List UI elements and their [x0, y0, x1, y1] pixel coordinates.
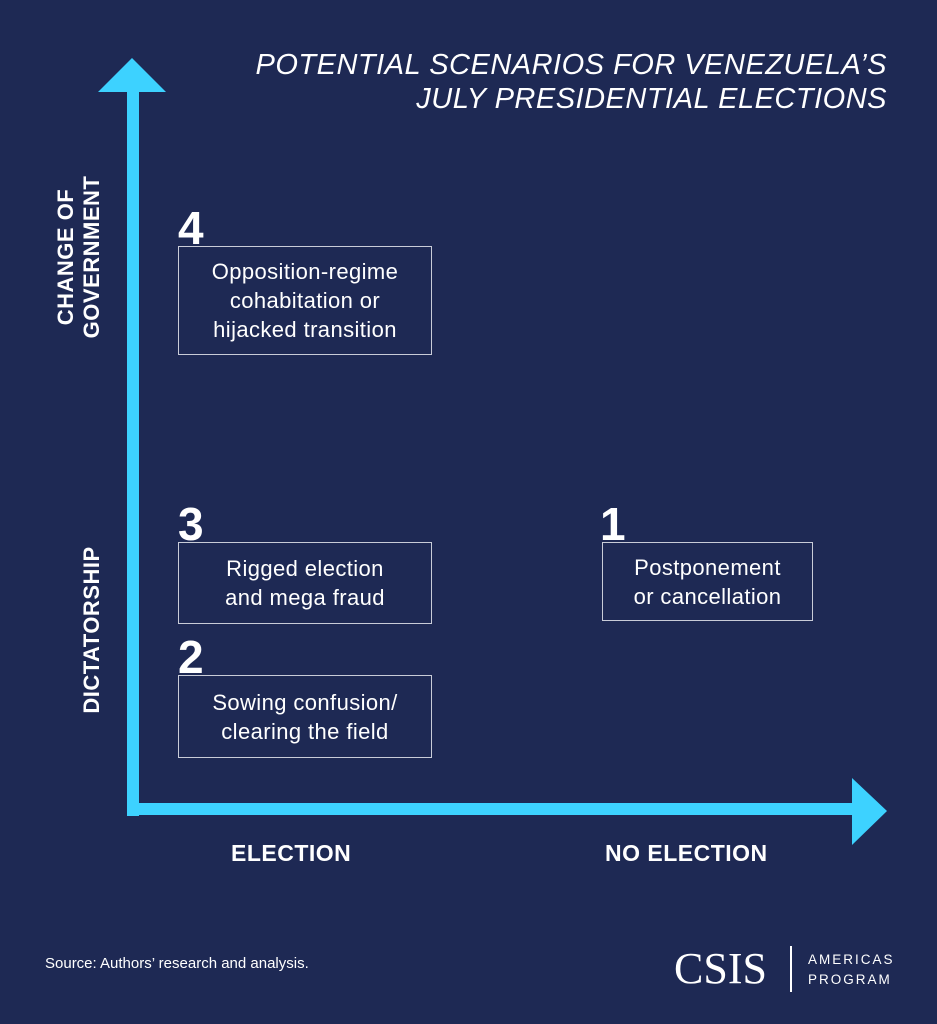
- scenario-2-line: clearing the field: [221, 718, 389, 744]
- scenario-4-line: cohabitation or: [229, 288, 381, 313]
- x-axis-right-label: NO ELECTION: [605, 840, 768, 866]
- x-axis-left-label: ELECTION: [231, 840, 352, 866]
- scenario-1-line: Postponement: [634, 554, 781, 580]
- chart-title: POTENTIAL SCENARIOS FOR VENEZUELA’S JULY…: [256, 48, 887, 116]
- y-axis-bottom-label: DICTATORSHIP: [79, 546, 104, 714]
- scenario-1-line: or cancellation: [633, 583, 782, 609]
- title-line-1: POTENTIAL SCENARIOS FOR VENEZUELA’S: [255, 49, 887, 81]
- scenario-2-line: Sowing confusion/: [212, 689, 398, 715]
- scenario-4-number: 4: [178, 202, 204, 254]
- csis-logo: CSIS: [674, 944, 767, 993]
- x-axis-shaft: [127, 803, 855, 815]
- scenario-4-line: Opposition-regime: [211, 259, 399, 284]
- source-note: Source: Authors’ research and analysis.: [45, 955, 309, 972]
- y-top-line-2: GOVERNMENT: [79, 175, 104, 339]
- program-line-1: AMERICAS: [808, 952, 895, 967]
- scenario-3-line: and mega fraud: [225, 585, 385, 610]
- program-line-2: PROGRAM: [808, 972, 892, 987]
- program-name: AMERICAS PROGRAM: [808, 950, 895, 990]
- y-axis-shaft: [127, 90, 139, 816]
- scenario-1-number: 1: [600, 498, 626, 550]
- scenario-4-line: hijacked transition: [213, 317, 397, 342]
- logo-divider: [790, 946, 792, 992]
- title-line-2: JULY PRESIDENTIAL ELECTIONS: [416, 83, 887, 115]
- scenario-4-box: Opposition-regime cohabitation or hijack…: [178, 246, 432, 355]
- scenario-3-number: 3: [178, 498, 204, 550]
- scenario-1-box: Postponement or cancellation: [602, 542, 813, 621]
- y-axis-arrowhead-icon: [98, 58, 166, 92]
- scenario-3-box: Rigged election and mega fraud: [178, 542, 432, 624]
- x-axis-arrowhead-icon: [852, 778, 887, 845]
- scenario-2-box: Sowing confusion/ clearing the field: [178, 675, 432, 758]
- scenario-2-number: 2: [178, 631, 204, 683]
- y-top-line-1: CHANGE OF: [53, 188, 78, 326]
- scenario-3-line: Rigged election: [226, 556, 384, 581]
- y-axis-top-label: CHANGE OF GOVERNMENT: [53, 167, 107, 347]
